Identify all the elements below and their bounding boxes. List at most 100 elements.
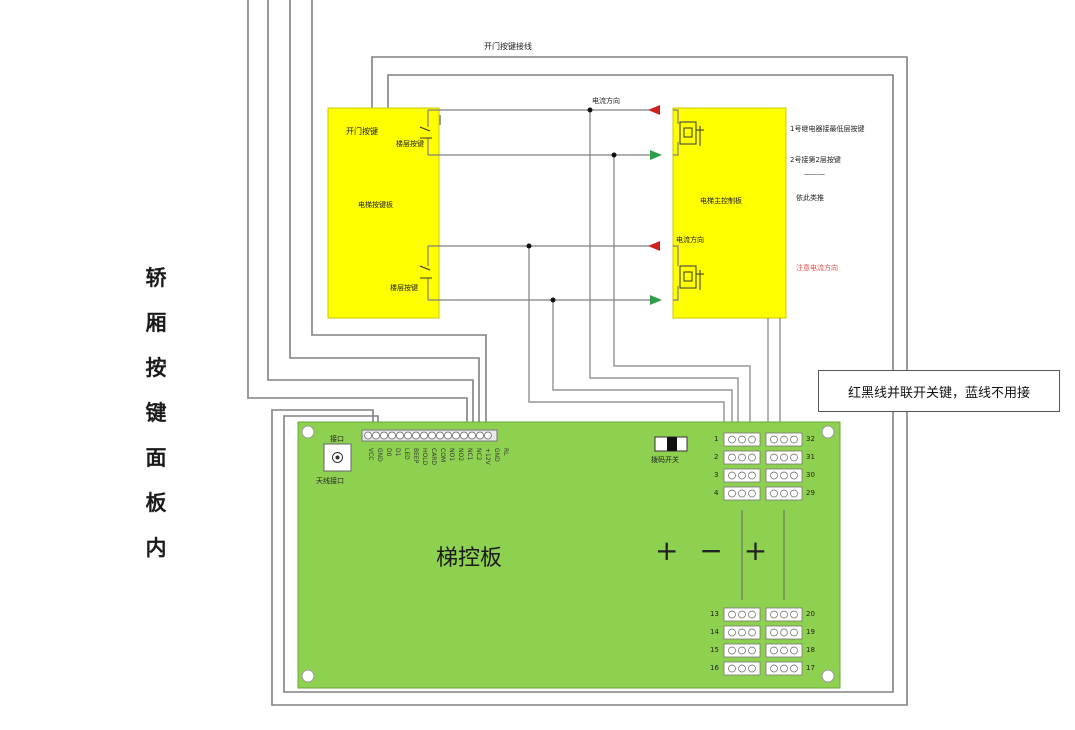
relay-screw xyxy=(770,646,778,655)
relay-screw xyxy=(748,489,756,498)
board-polarity: + − + xyxy=(655,534,774,567)
relay-screw xyxy=(770,628,778,637)
relay-number: 13 xyxy=(710,610,719,618)
relay-screw xyxy=(790,489,798,498)
side-title-char: 按 xyxy=(145,356,167,380)
panel-wires xyxy=(427,109,781,432)
relay-screw xyxy=(738,435,746,444)
relay-screw xyxy=(770,453,778,462)
relay-screw xyxy=(728,453,736,462)
elevator-main-control-panel xyxy=(672,107,787,319)
relay-screw-circles xyxy=(728,435,798,673)
current-direction-label-mid: 电流方向 xyxy=(676,236,704,244)
relay-number: 3 xyxy=(714,471,719,479)
note-box: 红黑线并联开关键，蓝线不用接 xyxy=(818,370,1060,412)
relay-screw xyxy=(780,646,788,655)
relay-screw xyxy=(728,489,736,498)
current-direction-label-top: 电流方向 xyxy=(592,97,620,105)
pin-label: GND xyxy=(493,448,500,462)
floor-key-label-1: 楼层按键 xyxy=(396,140,424,148)
relay-screw xyxy=(770,471,778,480)
relay-screw xyxy=(748,471,756,480)
open-door-key-label: 开门按键 xyxy=(346,127,378,136)
relay-screw xyxy=(748,435,756,444)
relay-screw xyxy=(728,435,736,444)
pin-label: NC1 xyxy=(466,448,473,461)
pin-label: HOLD xyxy=(421,448,428,466)
relay-symbols xyxy=(679,121,704,290)
arrow-green-bottom xyxy=(650,295,662,305)
relay-screw xyxy=(770,610,778,619)
relay-number: 19 xyxy=(806,628,815,636)
arrow-red-top xyxy=(648,105,660,115)
relay-screw xyxy=(770,435,778,444)
pin-label-row: VCC GND D0 D1 LED BEEP HOLD CARD COM NO1… xyxy=(366,448,509,470)
dip-switch-label: 拨码开关 xyxy=(651,456,679,464)
relay-screw xyxy=(780,628,788,637)
relay-screw xyxy=(728,646,736,655)
relay-screw xyxy=(790,628,798,637)
pin-label: NO1 xyxy=(448,448,455,462)
relay-number: 30 xyxy=(806,471,815,479)
relay-screw xyxy=(748,610,756,619)
board-mount-holes xyxy=(301,425,835,683)
pin-label: D0 xyxy=(385,448,392,457)
annotation-dash: ——— xyxy=(804,170,825,178)
terminal-screws xyxy=(364,431,492,440)
relay-screw xyxy=(780,435,788,444)
side-title-char: 内 xyxy=(145,536,167,560)
pin-label: NO2 xyxy=(457,448,464,462)
pin-label: BEEP xyxy=(412,448,419,464)
pin-label: RL xyxy=(502,448,509,456)
pin-label: NC2 xyxy=(475,448,482,461)
board-title: 梯控板 xyxy=(436,546,503,571)
top-wire-label: 开门按键接线 xyxy=(484,42,532,51)
annotation-floor-1: 1号继电器接最低层按键 xyxy=(790,125,865,133)
arrow-green-top xyxy=(650,150,662,160)
elevator-button-panel xyxy=(327,107,440,319)
relay-screw xyxy=(780,471,788,480)
relay-screw xyxy=(738,453,746,462)
side-title: 轿 厢 按 键 面 板 内 xyxy=(138,258,174,573)
relay-screw xyxy=(738,664,746,673)
relay-number: 20 xyxy=(806,610,815,618)
side-title-char: 板 xyxy=(145,491,167,515)
side-title-char: 面 xyxy=(145,446,167,470)
button-panel-label: 电梯按键板 xyxy=(358,201,393,209)
relay-screw xyxy=(770,489,778,498)
relay-screw xyxy=(790,435,798,444)
relay-screw xyxy=(728,610,736,619)
relay-screw xyxy=(780,610,788,619)
relay-screw xyxy=(790,471,798,480)
pin-label: CARD xyxy=(430,448,437,466)
relay-number: 2 xyxy=(714,453,719,461)
relay-number: 4 xyxy=(714,489,719,497)
relay-screw xyxy=(780,664,788,673)
relay-screw xyxy=(780,489,788,498)
switch-symbols xyxy=(419,126,432,279)
relay-screw xyxy=(748,628,756,637)
relay-number: 18 xyxy=(806,646,815,654)
relay-screw xyxy=(738,610,746,619)
relay-screw xyxy=(790,646,798,655)
pin-label: +12V xyxy=(484,448,491,465)
relay-number: 16 xyxy=(710,664,719,672)
relay-screw xyxy=(738,646,746,655)
relay-screw xyxy=(770,664,778,673)
pin-label: COM xyxy=(439,448,446,463)
arrow-red-bottom xyxy=(648,241,660,251)
side-title-char: 轿 xyxy=(145,266,167,290)
relay-screw xyxy=(748,453,756,462)
relay-screw xyxy=(790,610,798,619)
relay-screw xyxy=(780,453,788,462)
relay-screw xyxy=(790,664,798,673)
outer-wire-bundle xyxy=(247,0,908,706)
pin-label: GND xyxy=(376,448,383,462)
relay-number: 1 xyxy=(714,435,719,443)
relay-screw xyxy=(728,628,736,637)
annotation-floor-2: 2号接第2层按键 xyxy=(790,156,841,164)
relay-screw xyxy=(728,664,736,673)
antenna-label: 天线接口 xyxy=(316,477,344,485)
main-panel-label: 电梯主控制板 xyxy=(700,197,742,205)
